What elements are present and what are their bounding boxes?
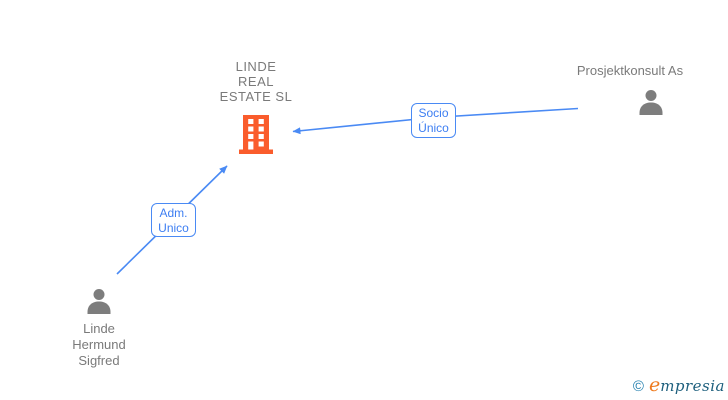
person-icon [639,90,663,115]
company-node[interactable]: LINDE REAL ESTATE SL [196,59,316,155]
empresia-logo-initial: e [648,374,661,396]
edge-label-socio-unico[interactable]: Socio Único [411,103,456,138]
company-title[interactable]: LINDE REAL ESTATE SL [196,59,316,104]
shareholder-node[interactable]: Prosjektkonsult As [552,63,708,117]
administrator-label-line: Linde [83,321,115,336]
person-icon [87,289,111,314]
empresia-logo-text: mpresia [660,377,725,395]
shareholder-label[interactable]: Prosjektkonsult As [576,63,684,78]
administrator-label[interactable]: Linde Hermund Sigfred [39,321,159,369]
edge-label-line: Unico [158,221,189,235]
edge-label-line: Socio [418,106,449,120]
copyright-icon: © [632,378,644,395]
company-title-line: LINDE [235,59,277,74]
edge-label-line: Adm. [159,206,188,220]
edge-label-adm-unico[interactable]: Adm. Unico [151,203,196,237]
company-title-line: ESTATE SL [219,89,293,104]
administrator-label-line: Hermund [72,337,126,352]
administrator-node[interactable]: Linde Hermund Sigfred [39,286,159,369]
empresia-watermark[interactable]: © e mpresia [633,374,725,396]
building-icon [239,115,273,154]
company-title-line: REAL [238,74,274,89]
edge-label-line: Único [418,121,449,135]
administrator-label-line: Sigfred [78,353,120,368]
